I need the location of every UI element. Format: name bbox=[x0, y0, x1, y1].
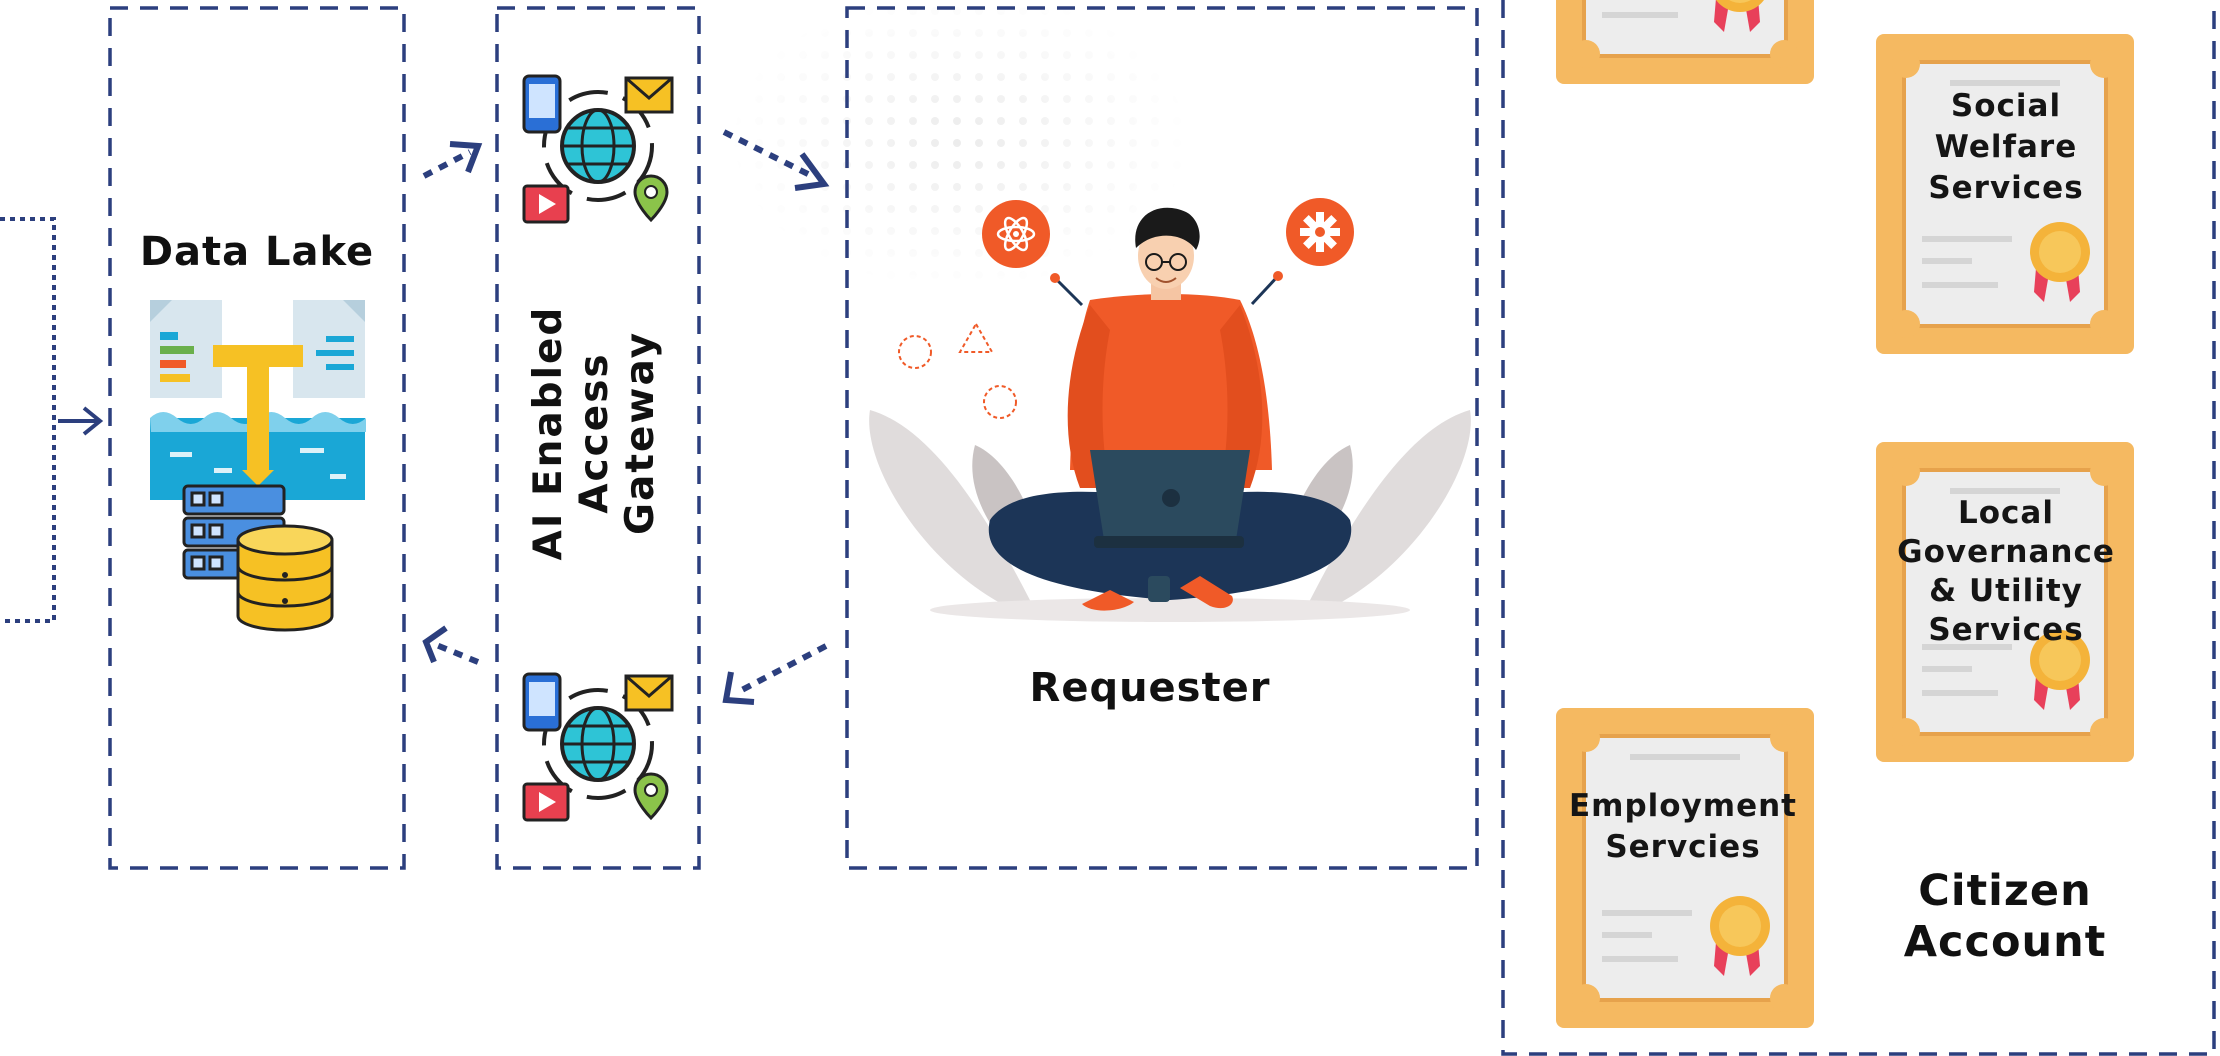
arrow-gateway-to-requester bbox=[722, 129, 830, 191]
service-label-line: Servcies bbox=[1605, 829, 1761, 865]
service-label-line: Welfare bbox=[1934, 129, 2078, 165]
citizen-account-title: Citizen Account bbox=[1876, 866, 2134, 968]
certificate-icon bbox=[1556, 0, 1814, 84]
citizen-account-title-line: Citizen bbox=[1918, 866, 2092, 916]
incoming-connector bbox=[0, 217, 104, 623]
requester-box bbox=[845, 6, 1479, 870]
service-label-line: Social bbox=[1950, 88, 2062, 124]
network-globe-icon bbox=[522, 672, 674, 822]
arrow-gateway-to-datalake bbox=[422, 625, 480, 665]
service-label-line: Governance bbox=[1897, 534, 2115, 570]
certificate-icon bbox=[1556, 708, 1814, 1028]
gateway-box bbox=[495, 6, 701, 870]
network-globe-icon bbox=[522, 74, 674, 224]
requester-label: Requester bbox=[1029, 665, 1271, 711]
social-welfare-services-label: Social Welfare Services bbox=[1886, 86, 2126, 209]
data-lake-icon bbox=[150, 300, 366, 632]
service-label-line: & Utility bbox=[1929, 573, 2083, 609]
citizen-account-box bbox=[1501, 0, 2216, 1056]
arrow-requester-to-gateway bbox=[722, 643, 828, 705]
data-lake-title: Data Lake bbox=[139, 229, 375, 275]
gateway-title-line: Access bbox=[572, 352, 617, 514]
service-label-line: Services bbox=[1928, 170, 2084, 206]
citizen-account-title-line: Account bbox=[1903, 917, 2107, 967]
flow-arrows bbox=[422, 129, 830, 705]
gateway-title-line: Gateway bbox=[618, 331, 663, 535]
arrow-datalake-to-gateway bbox=[422, 141, 483, 179]
certificate-icon bbox=[1876, 34, 2134, 354]
employment-services-label: Employment Servcies bbox=[1556, 786, 1810, 868]
service-label-line: Employment bbox=[1568, 788, 1797, 824]
person-laptop-illustration bbox=[869, 198, 1471, 622]
gateway-title-line: AI Enabled bbox=[526, 305, 571, 561]
service-label-line: Services bbox=[1928, 612, 2084, 648]
service-label-line: Local bbox=[1958, 495, 2054, 531]
data-lake-box bbox=[108, 6, 406, 870]
local-governance-utility-services-label: Local Governance & Utility Services bbox=[1880, 494, 2132, 650]
